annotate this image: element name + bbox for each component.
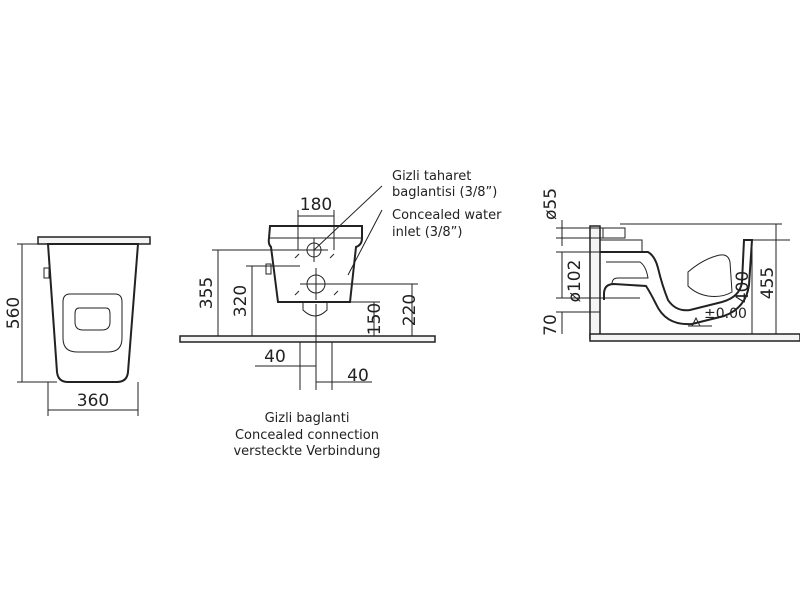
flush-button-side [265,263,272,275]
dim-40-right: 40 [347,366,369,386]
side-view: 180 355 320 150 220 40 40 Gizli taharet … [179,169,502,459]
note-water-line2: inlet (3/8”) [392,225,463,240]
note-taharet-line1: Gizli taharet [392,169,471,184]
floor-section [589,333,800,342]
dim-150: 150 [365,303,385,335]
section-view: ø55 ø102 70 400 455 ±0.00 [541,188,800,342]
leader-line-2 [347,209,383,276]
dim-70: 70 [541,314,561,336]
seat-outline [62,293,123,353]
dim-102: ø102 [565,260,585,303]
dim-320: 320 [231,285,251,317]
flush-button-left [43,267,50,279]
dim-zero: ±0.00 [704,306,747,322]
note-taharet-line2: baglantisi (3/8”) [392,185,497,200]
dim-360: 360 [77,391,109,411]
caption-line3: versteckte Verbindung [233,444,380,459]
drain-outlet [302,302,328,317]
seat-opening [74,307,111,331]
dim-55: ø55 [541,188,561,220]
caption-line2: Concealed connection [235,428,379,443]
note-water-line1: Concealed water [392,208,502,223]
tank-top [599,239,643,253]
front-view: 560 360 [4,236,151,416]
bowl-outline-side [267,225,363,303]
dim-455: 455 [758,267,778,299]
trap-channel [606,261,649,285]
dim-560: 560 [4,297,24,329]
inlet-pipe [602,227,626,239]
wall-slab-front [37,236,151,245]
leader-line-1 [313,185,383,251]
dim-355: 355 [197,277,217,309]
dim-220: 220 [400,294,420,326]
bowl-outline-front [46,243,140,383]
dim-400: 400 [733,271,753,303]
dim-40-left: 40 [264,347,286,367]
bowl-interior [687,254,733,297]
floor-slab-side [179,335,436,343]
wall-section [589,225,601,339]
caption-line1: Gizli baglanti [265,411,350,426]
dim-180: 180 [300,195,332,215]
